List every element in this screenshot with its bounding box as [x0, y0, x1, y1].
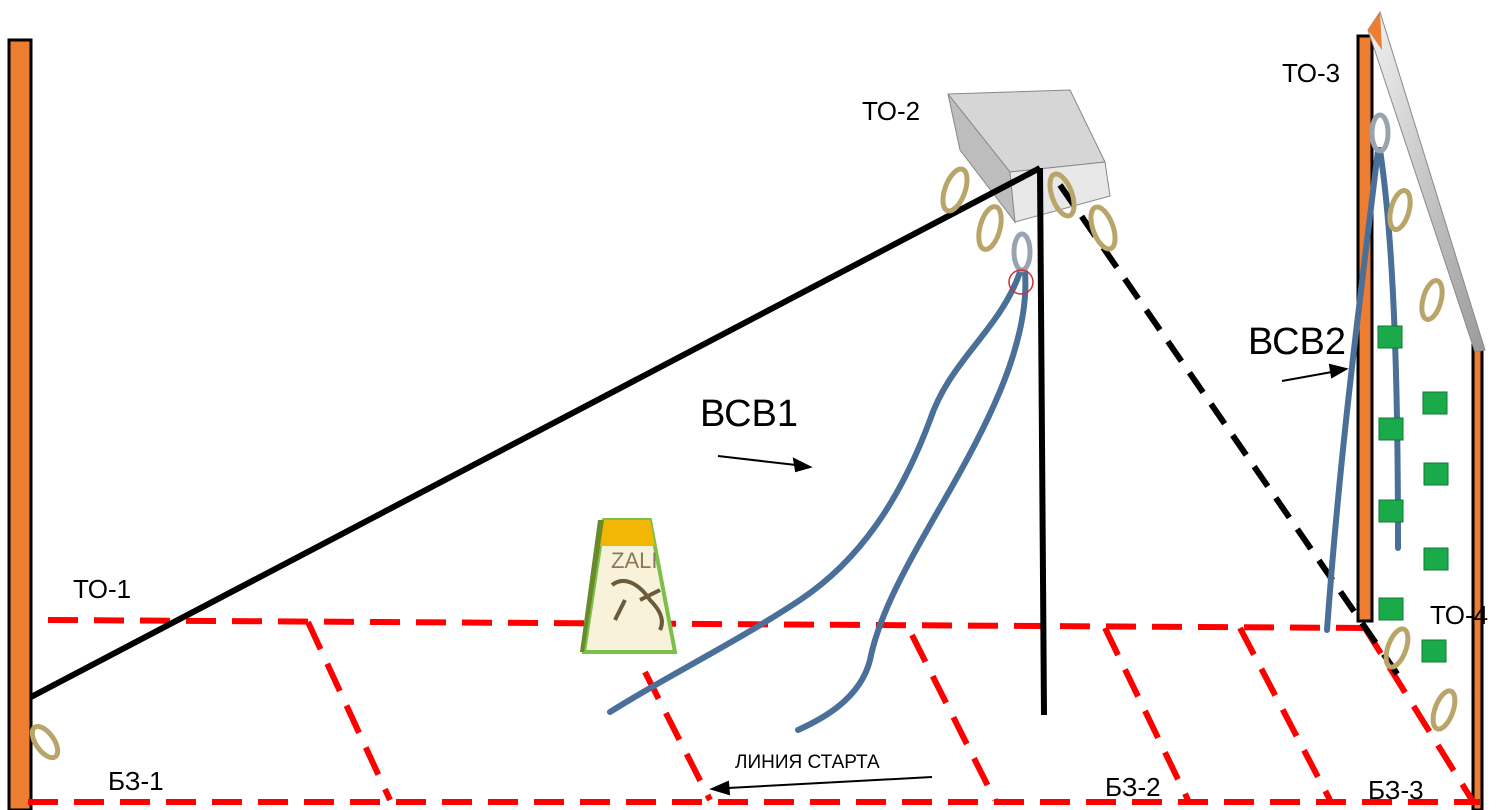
- arrow-vsv2: [1281, 363, 1349, 382]
- climbing-wall-panel: [1367, 10, 1486, 353]
- main-rope: [29, 165, 1047, 716]
- climbing-hold-icon: [1377, 325, 1449, 663]
- rope-vsv1: [607, 269, 1029, 733]
- carabiner-icon: [29, 166, 1458, 761]
- post-right-lower: [1471, 343, 1484, 810]
- sign-title: ZALI: [611, 548, 657, 573]
- arrow-start-line: [709, 776, 933, 796]
- label-bz1: БЗ-1: [108, 766, 164, 796]
- label-to4: ТО-4: [1430, 600, 1488, 630]
- arrow-vsv1: [717, 455, 813, 473]
- label-start-line: ЛИНИЯ СТАРТА: [735, 752, 880, 773]
- post-right-upper: [1356, 34, 1374, 623]
- label-to3: ТО-3: [1282, 58, 1340, 88]
- label-vsv1: ВСВ1: [700, 393, 798, 435]
- rope-ring-icon: [1008, 269, 1034, 295]
- label-to2: ТО-2: [862, 96, 920, 126]
- label-bz2: БЗ-2: [1105, 772, 1161, 802]
- label-bz3: БЗ-3: [1368, 775, 1424, 805]
- post-left: [7, 38, 33, 810]
- sign-icon: ZALI: [580, 518, 678, 654]
- main-rope-dashed: [1057, 183, 1403, 680]
- label-vsv2: ВСВ2: [1248, 321, 1346, 363]
- zone-grid: [28, 617, 1480, 805]
- label-to1: ТО-1: [73, 574, 131, 604]
